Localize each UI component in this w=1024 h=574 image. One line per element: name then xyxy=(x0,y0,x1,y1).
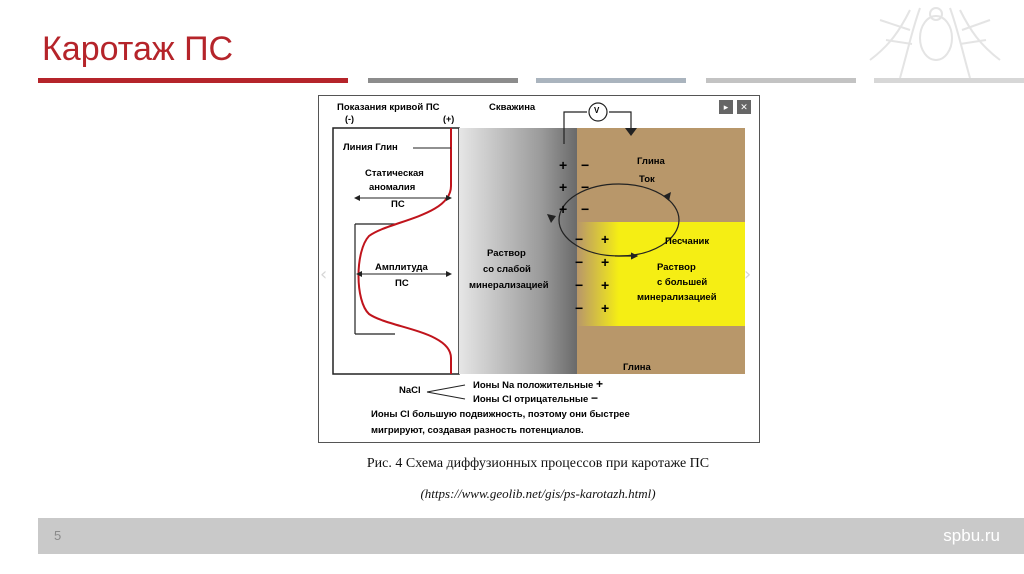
cl-ions-text: Ионы Cl отрицательные xyxy=(473,394,588,405)
well-label: Скважина xyxy=(489,102,535,113)
slide-title: Каротаж ПС xyxy=(42,30,233,69)
clay-minus-signs: −−− xyxy=(581,154,589,220)
amplitude-1: Амплитуда xyxy=(375,262,428,273)
weak-solution-2: со слабой xyxy=(483,264,531,275)
footer-bar: 5 spbu.ru xyxy=(38,518,1024,554)
close-button[interactable]: ✕ xyxy=(737,100,751,114)
na-ions-label: Ионы Na положительные + xyxy=(473,377,603,391)
cl-ions-label: Ионы Cl отрицательные − xyxy=(473,391,598,405)
sandstone-label: Песчаник xyxy=(665,236,709,247)
clay-top-label: Глина xyxy=(637,156,665,167)
na-ions-text: Ионы Na положительные xyxy=(473,380,593,391)
figure-source: (https://www.geolib.net/gis/ps-karotazh.… xyxy=(0,486,1024,502)
figure-caption: Рис. 4 Схема диффузионных процессов при … xyxy=(0,456,1024,472)
note-line-1: Ионы Cl большую подвижность, поэтому они… xyxy=(371,409,630,420)
site-label: spbu.ru xyxy=(943,526,1000,546)
na-sign: + xyxy=(596,377,603,391)
voltmeter-label: V xyxy=(594,106,599,115)
sp-curve-panel xyxy=(333,128,459,374)
eagle-crest-watermark xyxy=(850,0,1024,80)
strong-solution-1: Раствор xyxy=(657,262,696,273)
weak-solution-3: минерализацией xyxy=(469,280,549,291)
static-anomaly-1: Статическая xyxy=(365,168,424,179)
nacl-label: NaCl xyxy=(399,385,421,396)
strong-solution-3: минерализацией xyxy=(637,292,717,303)
strong-solution-2: с большей xyxy=(657,277,707,288)
prev-arrow-icon[interactable]: ‹ xyxy=(320,264,327,285)
cl-sign: − xyxy=(591,391,598,405)
nacl-arrows xyxy=(425,380,469,404)
current-label: Ток xyxy=(639,174,655,185)
curve-header: Показания кривой ПС xyxy=(337,102,440,113)
sand-plus-signs: ++++ xyxy=(601,228,609,320)
plus-label: (+) xyxy=(443,114,454,124)
clay-bottom-label: Глина xyxy=(623,362,651,373)
page-number: 5 xyxy=(54,528,61,543)
static-anomaly-2: аномалия xyxy=(369,182,415,193)
well-plus-signs: +++ xyxy=(559,154,567,220)
minus-label: (-) xyxy=(345,114,354,124)
play-button[interactable]: ▸ xyxy=(719,100,733,114)
header-divider xyxy=(38,78,1024,83)
static-anomaly-3: ПС xyxy=(391,199,405,210)
next-arrow-icon[interactable]: › xyxy=(744,264,751,285)
weak-solution-1: Раствор xyxy=(487,248,526,259)
diffusion-diagram: Показания кривой ПС (-) (+) Скважина V Л… xyxy=(318,95,760,443)
sand-minus-signs: −−−− xyxy=(575,228,583,320)
note-line-2: мигрируют, создавая разность потенциалов… xyxy=(371,425,584,436)
clay-line-label: Линия Глин xyxy=(343,142,398,153)
amplitude-2: ПС xyxy=(395,278,409,289)
